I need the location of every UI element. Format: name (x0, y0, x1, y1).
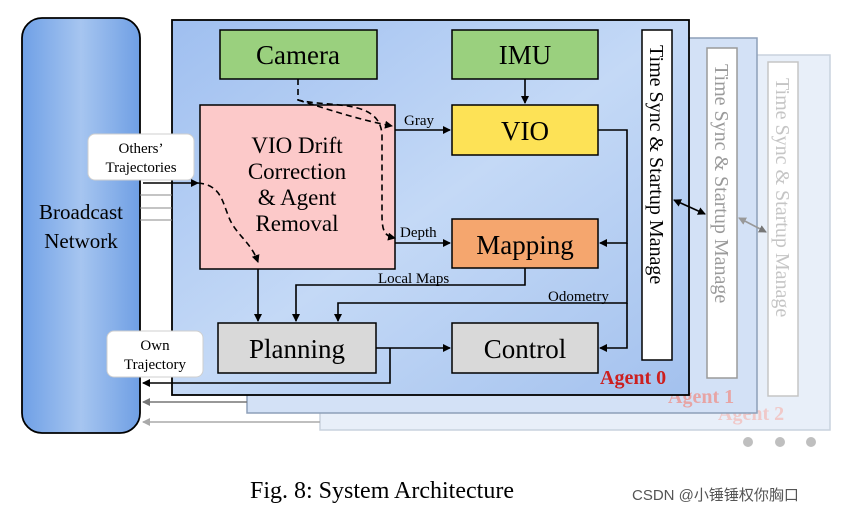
imu-block: IMU (451, 29, 599, 80)
imu-label: IMU (499, 40, 552, 70)
own-label-2: Trajectory (124, 357, 186, 373)
vio-block: VIO (451, 104, 599, 156)
edge-labels: Gray Depth Local Maps Odometry (378, 113, 609, 305)
others-trajectories-bubble: Others’ Trajectories (87, 133, 195, 181)
timesync-block: Time Sync & Startup Manage (641, 29, 673, 361)
timesync-label: Time Sync & Startup Manage (645, 45, 667, 284)
more-agents-dots (743, 437, 816, 447)
vio-label: VIO (501, 116, 549, 146)
own-trajectory-bubble: Own Trajectory (106, 330, 204, 378)
sync-arrows (673, 199, 767, 233)
control-label: Control (484, 334, 567, 364)
agent2-timesync-label: Time Sync & Startup Manage (771, 78, 793, 317)
agent-return-arrows (142, 398, 320, 426)
agent1-timesync-label: Time Sync & Startup Manage (710, 64, 732, 303)
drift-label-2: Correction (248, 159, 347, 184)
broadcast-label-1: Broadcast (39, 200, 123, 224)
planning-block: Planning (217, 322, 377, 374)
depth-label: Depth (400, 225, 437, 241)
others-label-2: Trajectories (105, 160, 176, 176)
mapping-block: Mapping (451, 218, 599, 269)
camera-label: Camera (256, 40, 340, 70)
camera-block: Camera (219, 29, 378, 80)
others-label-1: Others’ (119, 141, 164, 157)
drift-label-1: VIO Drift (251, 133, 343, 158)
planning-label: Planning (249, 334, 345, 364)
broadcast-network: Broadcast Network (21, 17, 141, 434)
local-maps-label: Local Maps (378, 271, 449, 287)
mapping-label: Mapping (476, 230, 574, 260)
dashed-image-flow (197, 79, 396, 263)
control-block: Control (451, 322, 599, 374)
agent0-label: Agent 0 (600, 367, 666, 389)
own-label-1: Own (140, 338, 170, 354)
csdn-watermark: CSDN @小锤锤权你胸口 (632, 487, 799, 504)
broadcast-label-2: Network (44, 229, 118, 253)
network-links (140, 194, 172, 221)
drift-label-4: Removal (255, 211, 338, 236)
data-flow-arrows (142, 79, 628, 387)
gray-label: Gray (404, 113, 434, 129)
drift-correction-block: VIO Drift Correction & Agent Removal (199, 104, 396, 270)
drift-label-3: & Agent (258, 185, 337, 210)
odometry-label: Odometry (548, 289, 609, 305)
figure-caption: Fig. 8: System Architecture (250, 478, 514, 504)
